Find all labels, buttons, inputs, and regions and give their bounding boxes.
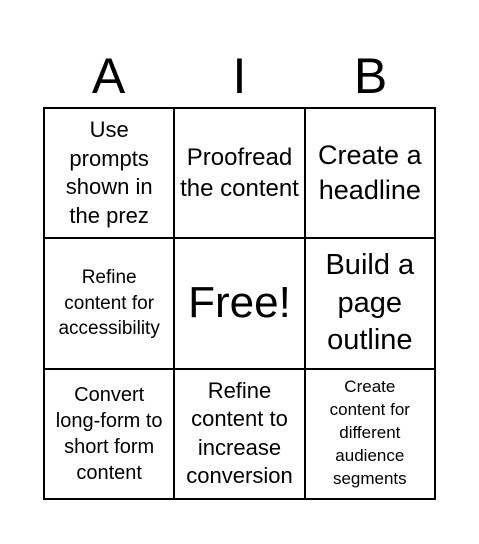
bingo-cell-label: Free!: [188, 278, 291, 328]
bingo-cell-7[interactable]: Convert long-form to short form content: [44, 368, 175, 499]
bingo-cell-9[interactable]: Create content for different audience se…: [304, 368, 435, 499]
bingo-cell-label: Create a headline: [318, 140, 422, 206]
bingo-cell-label: Proofread the content: [180, 143, 299, 203]
bingo-cell-label: Refine content to increase conversion: [186, 377, 293, 489]
bingo-cell-label: Refine content for accessibility: [58, 267, 160, 340]
bingo-cell-label: Build a page outline: [325, 248, 415, 357]
bingo-header: A I B: [43, 46, 436, 106]
header-letter-i: I: [232, 48, 247, 104]
bingo-cell-6[interactable]: Build a page outline: [304, 238, 435, 369]
bingo-cell-3[interactable]: Create a headline: [304, 108, 435, 239]
bingo-cell-free[interactable]: Free!: [174, 238, 305, 369]
bingo-cell-8[interactable]: Refine content to increase conversion: [174, 368, 305, 499]
bingo-board: Use prompts shown in the prez Proofread …: [43, 107, 436, 500]
bingo-cell-label: Create content for different audience se…: [329, 377, 410, 489]
bingo-cell-4[interactable]: Refine content for accessibility: [44, 238, 175, 369]
bingo-cell-1[interactable]: Use prompts shown in the prez: [44, 108, 175, 239]
bingo-cell-label: Convert long-form to short form content: [55, 383, 163, 484]
header-letter-b: B: [353, 48, 388, 104]
bingo-cell-2[interactable]: Proofread the content: [174, 108, 305, 239]
bingo-cell-label: Use prompts shown in the prez: [65, 116, 153, 228]
header-letter-a: A: [91, 48, 126, 104]
